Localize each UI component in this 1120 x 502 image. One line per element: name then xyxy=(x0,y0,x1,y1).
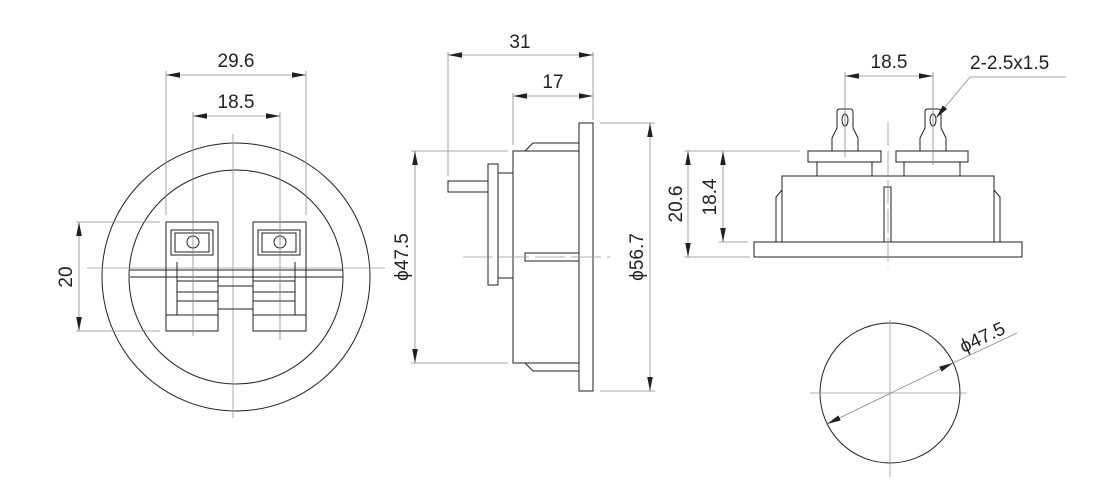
terminal-pin xyxy=(447,180,489,193)
terminal-band xyxy=(130,269,343,310)
panel-cutout-view: ϕ47.5 xyxy=(810,318,1018,477)
body-lip xyxy=(524,142,579,372)
right-terminal xyxy=(252,221,307,332)
top-view: 18.5 2-2.5x1.5 20.6 18.4 xyxy=(666,52,1066,268)
dim-label-cutout-diameter: ϕ47.5 xyxy=(957,318,1009,357)
dim-label-body-height: 18.4 xyxy=(700,178,721,215)
side-view: 31 17 ϕ47.5 ϕ56.7 xyxy=(392,32,655,392)
dim-label-tab-spacing: 18.5 xyxy=(871,52,908,73)
dim-label-terminal-spacing: 18.5 xyxy=(218,92,255,113)
dim-label-overall-height: 20.6 xyxy=(666,186,687,223)
dim-label-body-depth: 17 xyxy=(542,72,563,93)
dim-label-overall-width: 29.6 xyxy=(218,51,255,72)
dim-label-total-depth: 31 xyxy=(509,32,530,53)
outer-flange-circle xyxy=(101,142,371,412)
dim-label-tab-hole: 2-2.5x1.5 xyxy=(970,53,1049,74)
leader-line xyxy=(935,76,1066,119)
rear-plate xyxy=(487,163,499,286)
dim-label-body-diameter: ϕ47.5 xyxy=(392,233,413,281)
dim-label-terminal-height: 20 xyxy=(56,266,77,287)
dim-label-flange-diameter: ϕ56.7 xyxy=(627,233,648,281)
front-view: 29.6 18.5 20 xyxy=(56,51,385,418)
